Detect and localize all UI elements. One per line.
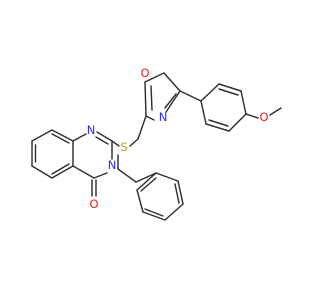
atom-oxadiazole-n2: N	[159, 110, 168, 124]
atom-n3: N	[108, 158, 117, 172]
atom-oxadiazole-o: O	[140, 66, 149, 80]
atom-carbonyl-o: O	[89, 197, 98, 211]
atom-n1: N	[87, 123, 96, 137]
molecule-structure: N N S O N O O	[31, 66, 282, 221]
atom-s: S	[120, 140, 127, 154]
bond-lines	[31, 72, 282, 221]
atom-methoxy-o: O	[259, 110, 268, 124]
atom-labels: N N S O N O O	[87, 66, 269, 211]
